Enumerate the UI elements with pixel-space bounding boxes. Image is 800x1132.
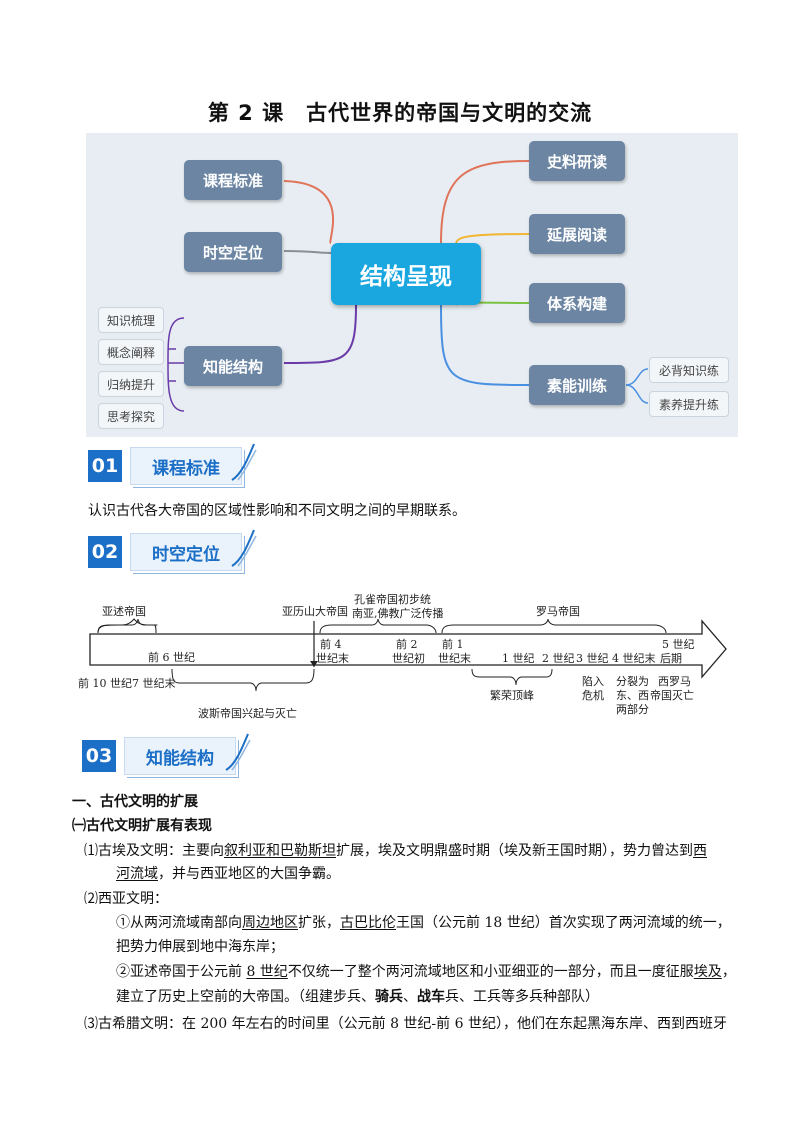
timeline-tick-2bce-line1: 前 2	[396, 638, 418, 651]
timeline-label-rome: 罗马帝国	[536, 605, 580, 618]
section-label: 时空定位	[130, 533, 242, 571]
west-asia-text-1a: ①从两河流域南部向	[116, 915, 242, 931]
section-label: 课程标准	[130, 447, 242, 485]
timeline-label-crisis-2: 危机	[582, 689, 604, 702]
timeline-tick-4bce-line1: 前 4	[320, 638, 342, 651]
timeline-tick-4ad: 4 世纪末	[612, 652, 656, 665]
west-asia-text-3d: 兵、工兵等多兵种部队）	[445, 989, 599, 1005]
west-asia-underline-3: 8 世纪	[246, 964, 288, 980]
decorative-curl-icon	[231, 529, 257, 567]
west-asia-bold-1: 骑兵	[375, 989, 403, 1005]
timeline-tick-4bce-line2: 世纪末	[316, 652, 349, 665]
timeline-tick-1bce-line2: 世纪末	[438, 652, 471, 665]
heading-level2: ㈠古代文明扩展有表现	[72, 818, 212, 834]
mindmap-node-system-building: 体系构建	[529, 283, 625, 323]
paragraph-west-asia-1: ①从两河流域南部向周边地区扩张，古巴比伦王国（公元前 18 世纪）首次实现了两河…	[116, 912, 746, 934]
paragraph-west-asia-head: ⑵西亚文明：	[84, 891, 168, 907]
egypt-text-2: 扩展，埃及文明鼎盛时期（埃及新王国时期），势力曾达到	[336, 843, 693, 859]
section-number: 02	[88, 536, 122, 568]
egypt-underline-2a: 西	[693, 843, 707, 859]
timeline-tick-5ad-line2: 后期	[660, 652, 682, 665]
mindmap-node-knowledge-structure: 知能结构	[184, 346, 282, 386]
timeline-tick-2bce-line2: 世纪初	[392, 652, 425, 665]
timeline-label-kongque-2: 南亚,佛教广泛传播	[352, 607, 444, 620]
mindmap-leaf-literacy: 素养提升练	[649, 391, 729, 417]
timeline-tick-5ad-line1: 5 世纪	[662, 638, 695, 651]
timeline-tick-3ad: 3 世纪	[576, 652, 609, 665]
mindmap-leaf-concept: 概念阐释	[98, 339, 164, 365]
timeline-label-kongque-1: 孔雀帝国初步统	[354, 593, 431, 606]
mindmap-center: 结构呈现	[331, 243, 481, 305]
west-asia-text-1c: 王国（公元前 18 世纪）首次实现了两河流域的统一，	[396, 915, 731, 931]
paragraph-egypt: ⑴古埃及文明：主要向叙利亚和巴勒斯坦扩展，埃及文明鼎盛时期（埃及新王国时期），势…	[84, 840, 744, 862]
timeline-label-7bce: 7 世纪末	[132, 677, 176, 690]
paragraph-greece: ⑶古希腊文明：在 200 年左右的时间里（公元前 8 世纪-前 6 世纪），他们…	[84, 1016, 727, 1032]
mindmap-leaf-must-memorize: 必背知识练	[649, 357, 729, 383]
timeline-label-fall-1: 西罗马	[658, 675, 691, 688]
section-number: 01	[88, 450, 122, 482]
timeline-diagram: 亚述帝国 亚历山大帝国 孔雀帝国初步统 南亚,佛教广泛传播 罗马帝国 前 4 世…	[70, 585, 730, 725]
timeline-label-persia: 波斯帝国兴起与灭亡	[198, 707, 297, 720]
paragraph-west-asia-1-cont: 把势力伸展到地中海东岸；	[116, 939, 284, 955]
paragraph-egypt-cont: 河流域，并与西亚地区的大国争霸。	[116, 863, 736, 885]
mindmap-node-time-space: 时空定位	[184, 232, 282, 272]
timeline-tick-1ad: 1 世纪	[502, 652, 535, 665]
mindmap-node-source-reading: 史料研读	[529, 141, 625, 181]
mindmap-node-competency-training: 素能训练	[529, 365, 625, 405]
timeline-label-assyria: 亚述帝国	[102, 605, 146, 618]
timeline-label-split-3: 两部分	[616, 703, 649, 716]
section-badge-03: 03 知能结构	[82, 733, 252, 778]
structure-mindmap: 结构呈现 课程标准 时空定位 知能结构 知识梳理 概念阐释 归纳提升 思考探究 …	[86, 133, 738, 437]
paragraph-west-asia-2: ②亚述帝国于公元前 8 世纪不仅统一了整个两河流域地区和小亚细亚的一部分，而且一…	[116, 961, 746, 983]
west-asia-text-3c: 、	[403, 989, 417, 1005]
section-number: 03	[82, 740, 116, 772]
timeline-tick-1bce-line1: 前 1	[442, 638, 464, 651]
timeline-label-split-1: 分裂为	[616, 675, 649, 688]
section-badge-01: 01 课程标准	[88, 443, 258, 488]
west-asia-bold-2: 战车	[417, 989, 445, 1005]
section-badge-02: 02 时空定位	[88, 529, 258, 574]
west-asia-underline-2: 古巴比伦	[340, 915, 396, 931]
mindmap-leaf-thinking: 思考探究	[98, 403, 164, 429]
west-asia-underline-1: 周边地区	[242, 915, 298, 931]
paragraph-west-asia-2-cont: 建立了历史上空前的大帝国。（组建步兵、骑兵、战车兵、工兵等多兵种部队）	[116, 986, 746, 1008]
mindmap-leaf-summary: 归纳提升	[98, 371, 164, 397]
page-title: 第 2 课 古代世界的帝国与文明的交流	[207, 101, 593, 125]
timeline-tick-2ad: 2 世纪	[542, 652, 575, 665]
timeline-label-alexander: 亚历山大帝国	[282, 605, 348, 618]
mindmap-leaf-knowledge-review: 知识梳理	[98, 307, 164, 333]
mindmap-node-course-standard: 课程标准	[184, 160, 282, 200]
decorative-curl-icon	[225, 733, 251, 771]
timeline-tick-6bce: 前 6 世纪	[148, 651, 195, 664]
timeline-label-fall-2: 帝国灭亡	[650, 689, 694, 702]
mindmap-node-extended-reading: 延展阅读	[529, 214, 625, 254]
egypt-text-1: ⑴古埃及文明：主要向	[84, 843, 224, 859]
timeline-label-prosperity: 繁荣顶峰	[490, 689, 534, 702]
west-asia-text-2a: ②亚述帝国于公元前	[116, 964, 247, 980]
timeline-graphics	[89, 618, 727, 692]
west-asia-underline-4: 埃及	[693, 964, 722, 980]
west-asia-text-2b: 不仅统一了整个两河流域地区和小亚细亚的一部分，而且一度征服	[287, 964, 694, 980]
timeline-label-crisis-1: 陷入	[582, 675, 604, 688]
egypt-text-3: ，并与西亚地区的大国争霸。	[158, 866, 340, 882]
timeline-label-split-2: 东、西	[616, 689, 649, 702]
egypt-underline-1: 叙利亚和巴勒斯坦	[224, 843, 336, 859]
heading-level1: 一、古代文明的扩展	[72, 794, 198, 810]
west-asia-text-3a: 建立了历史上空前的大帝国。（组建步兵、	[116, 989, 375, 1005]
egypt-underline-2b: 河流域	[116, 866, 158, 882]
west-asia-text-2c: ，	[721, 964, 736, 980]
section-label: 知能结构	[124, 737, 236, 775]
timeline-label-10bce: 前 10 世纪	[78, 677, 132, 690]
decorative-curl-icon	[231, 443, 257, 481]
west-asia-text-1b: 扩张，	[298, 915, 340, 931]
course-standard-text: 认识古代各大帝国的区域性影响和不同文明之间的早期联系。	[88, 503, 466, 519]
